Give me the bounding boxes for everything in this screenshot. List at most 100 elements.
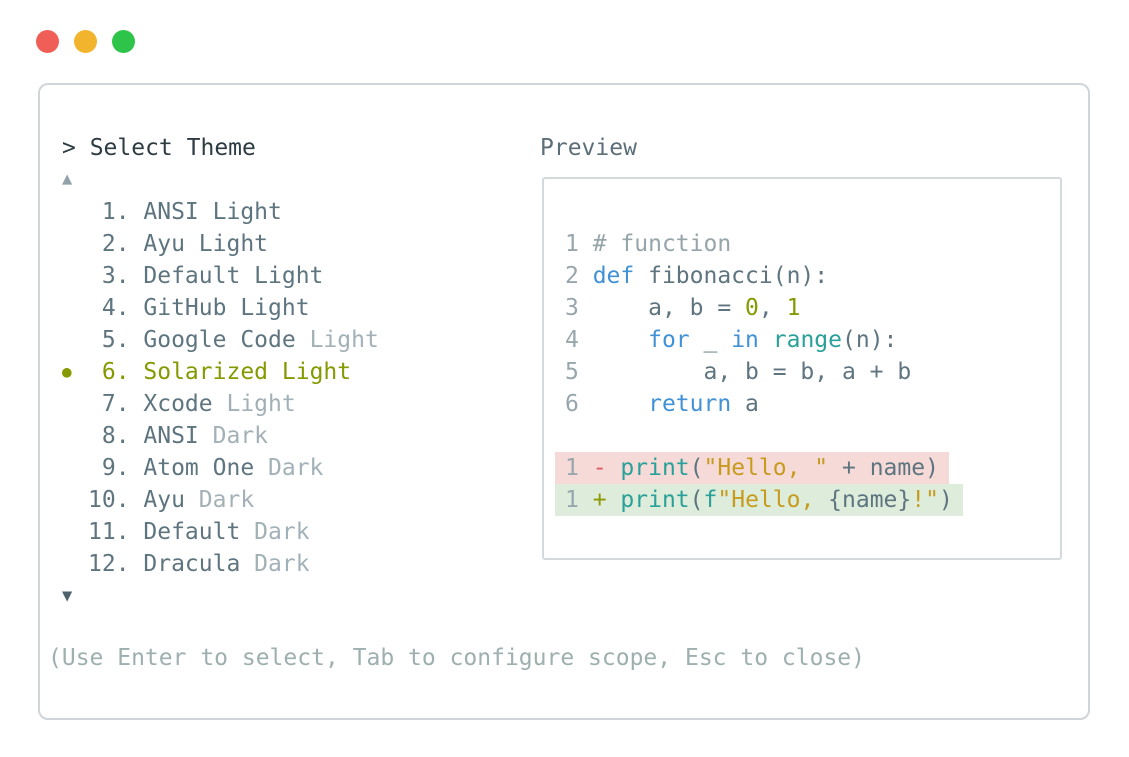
- theme-item-suffix: Dark: [212, 423, 269, 449]
- theme-item-2[interactable]: 2. Ayu Light: [40, 228, 540, 260]
- theme-item-suffix: Light: [240, 295, 310, 321]
- token-plain: (: [689, 487, 704, 513]
- token-kw: return: [648, 391, 732, 417]
- selected-bullet-icon: ●: [62, 362, 72, 381]
- theme-item-7[interactable]: 7. Xcode Light: [40, 388, 540, 420]
- token-fn: f: [703, 487, 718, 513]
- code-line: 6 return a: [555, 388, 769, 420]
- token-plain: (: [689, 455, 704, 481]
- theme-item-label: 9. Atom One: [88, 455, 269, 481]
- theme-item-suffix: Dark: [254, 551, 310, 577]
- theme-item-9[interactable]: 9. Atom One Dark: [40, 452, 540, 484]
- theme-item-label: 10. Ayu: [88, 487, 199, 513]
- window-controls: [36, 30, 135, 53]
- theme-item-12[interactable]: 12. Dracula Dark: [40, 548, 540, 580]
- theme-list: 1. ANSI Light 2. Ayu Light 3. Default Li…: [40, 196, 540, 580]
- token-ln: 5: [565, 359, 593, 385]
- code-line: [555, 420, 575, 452]
- token-plain: _: [689, 327, 732, 353]
- token-kw: def: [592, 263, 635, 289]
- theme-item-label: 6. Solarized: [88, 359, 282, 385]
- theme-item-suffix: Light: [198, 231, 269, 257]
- theme-item-suffix: Light: [254, 263, 324, 289]
- theme-item-10[interactable]: 10. Ayu Dark: [40, 484, 540, 516]
- token-plain: [607, 487, 621, 513]
- token-plain: [593, 327, 648, 353]
- token-plain: ,: [758, 295, 787, 321]
- maximize-button[interactable]: [112, 30, 135, 53]
- token-ln: 1: [565, 231, 593, 257]
- theme-item-suffix: Light: [212, 199, 282, 225]
- theme-item-label: 5. Google Code: [88, 327, 310, 353]
- theme-item-suffix: Light: [281, 359, 352, 385]
- theme-item-label: 11. Default: [88, 519, 255, 545]
- theme-item-6[interactable]: ● 6. Solarized Light: [40, 356, 540, 388]
- code-line: 4 for _ in range(n):: [555, 324, 907, 356]
- token-plain: a: [731, 391, 759, 417]
- code-line: 5 a, b = b, a + b: [555, 356, 921, 388]
- theme-item-11[interactable]: 11. Default Dark: [40, 516, 540, 548]
- token-fn: print: [620, 487, 690, 513]
- token-ln: 2: [565, 263, 593, 289]
- code-line: 1 # function: [555, 228, 741, 260]
- token-fn: range: [772, 327, 842, 353]
- theme-item-5[interactable]: 5. Google Code Light: [40, 324, 540, 356]
- token-minus: -: [592, 455, 607, 481]
- token-str: !": [911, 487, 939, 513]
- token-plain: [593, 391, 648, 417]
- theme-item-3[interactable]: 3. Default Light: [40, 260, 540, 292]
- theme-item-suffix: Dark: [198, 487, 255, 513]
- select-theme-prompt: > Select Theme: [62, 135, 256, 161]
- token-plain: + name): [828, 455, 939, 481]
- theme-item-4[interactable]: 4. GitHub Light: [40, 292, 540, 324]
- code-line-diff-added: 1 + print(f"Hello, {name}!"): [555, 484, 963, 516]
- theme-item-suffix: Light: [309, 327, 379, 353]
- theme-item-suffix: Dark: [268, 455, 324, 481]
- theme-item-label: 3. Default: [88, 263, 255, 289]
- theme-item-label: 7. Xcode: [88, 391, 227, 417]
- token-plain: {name}: [828, 487, 912, 513]
- token-ln: 1: [565, 455, 593, 481]
- footer-hint: (Use Enter to select, Tab to configure s…: [48, 645, 865, 671]
- theme-item-label: 12. Dracula: [88, 551, 255, 577]
- preview-title: Preview: [540, 135, 637, 161]
- token-plain: a, b =: [592, 295, 746, 321]
- token-ln: 6: [565, 391, 593, 417]
- theme-item-suffix: Light: [226, 391, 296, 417]
- theme-item-label: 4. GitHub: [88, 295, 241, 321]
- token-kw: in: [731, 327, 759, 353]
- scroll-up-icon[interactable]: ▲: [62, 169, 73, 189]
- token-plain: [759, 327, 773, 353]
- token-comment: # function: [592, 231, 732, 257]
- theme-item-label: 8. ANSI: [88, 423, 213, 449]
- theme-selector-dialog: > Select Theme Preview ▲ 1. ANSI Light 2…: [38, 83, 1090, 720]
- theme-item-8[interactable]: 8. ANSI Dark: [40, 420, 540, 452]
- code-line: 2 def fibonacci(n):: [555, 260, 838, 292]
- token-fn: print: [620, 455, 690, 481]
- minimize-button[interactable]: [74, 30, 97, 53]
- theme-item-1[interactable]: 1. ANSI Light: [40, 196, 540, 228]
- theme-item-label: 1. ANSI: [88, 199, 213, 225]
- token-num: 0: [745, 295, 759, 321]
- token-plain: ): [938, 487, 953, 513]
- token-plus: +: [592, 487, 607, 513]
- token-ln: 1: [565, 487, 593, 513]
- token-plain: fibonacci(n):: [634, 263, 829, 289]
- token-kw: for: [648, 327, 690, 353]
- token-num: 1: [786, 295, 801, 321]
- token-plain: a, b = b, a + b: [592, 359, 912, 385]
- token-ln: 4: [565, 327, 593, 353]
- token-str: "Hello, ": [703, 455, 829, 481]
- token-plain: [607, 455, 621, 481]
- token-str: "Hello,: [717, 487, 829, 513]
- close-button[interactable]: [36, 30, 59, 53]
- token-plain: (n):: [842, 327, 898, 353]
- theme-item-suffix: Dark: [254, 519, 310, 545]
- token-ln: 3: [565, 295, 593, 321]
- code-line-diff-removed: 1 - print("Hello, " + name): [555, 452, 949, 484]
- code-line: 3 a, b = 0, 1: [555, 292, 810, 324]
- scroll-down-icon[interactable]: ▼: [62, 586, 73, 606]
- theme-item-label: 2. Ayu: [88, 231, 199, 257]
